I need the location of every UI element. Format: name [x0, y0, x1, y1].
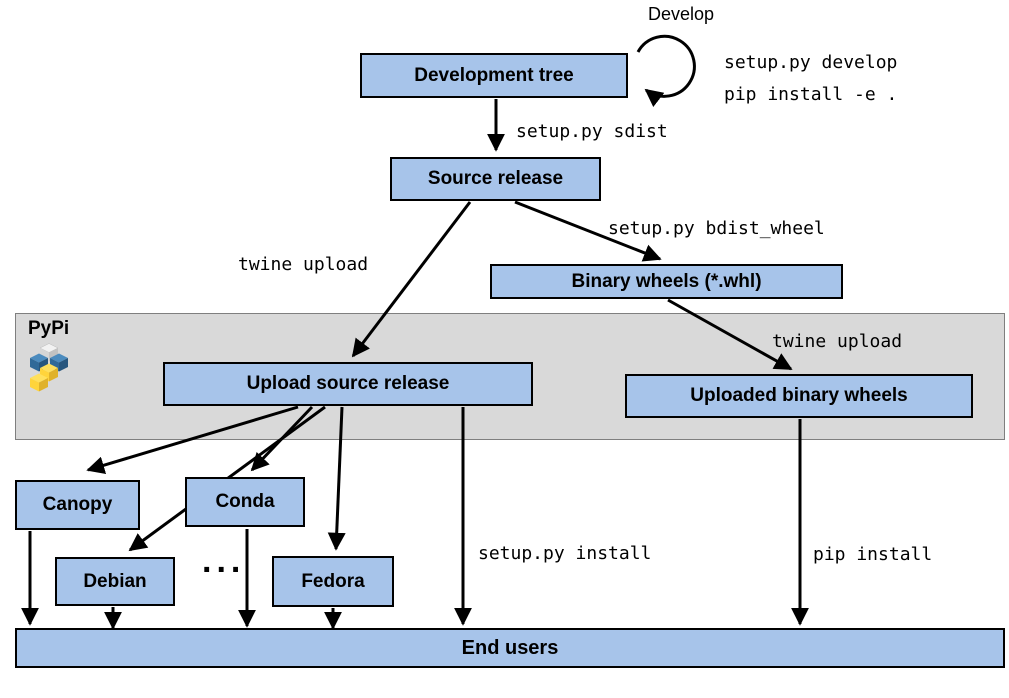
pypi-label: PyPi — [28, 318, 70, 339]
develop-cmd-line1: setup.py develop — [724, 52, 898, 73]
develop-label: Develop — [648, 4, 715, 24]
node-source-release: Source release — [390, 157, 601, 201]
node-canopy: Canopy — [15, 480, 140, 530]
node-development-tree: Development tree — [360, 53, 628, 98]
node-binary-wheels: Binary wheels (*.whl) — [490, 264, 843, 299]
develop-cmd-line2: pip install -e . — [724, 84, 898, 105]
pypi-logo-icon — [30, 343, 68, 392]
sdist-label: setup.py sdist — [516, 121, 668, 142]
node-debian: Debian — [55, 557, 175, 606]
arrow-develop-loop — [636, 34, 696, 108]
node-fedora: Fedora — [272, 556, 394, 607]
twine-upload-source-label: twine upload — [238, 254, 369, 275]
node-conda: Conda — [185, 477, 305, 527]
bdist-wheel-label: setup.py bdist_wheel — [608, 218, 825, 239]
setup-install-label: setup.py install — [478, 543, 652, 564]
pip-install-label: pip install — [813, 544, 933, 565]
node-upload-source-release: Upload source release — [163, 362, 533, 406]
node-uploaded-binary-wheels: Uploaded binary wheels — [625, 374, 973, 418]
twine-upload-wheels-label: twine upload — [772, 331, 903, 352]
node-end-users: End users — [15, 628, 1005, 668]
ellipsis-label: ... — [202, 542, 246, 580]
